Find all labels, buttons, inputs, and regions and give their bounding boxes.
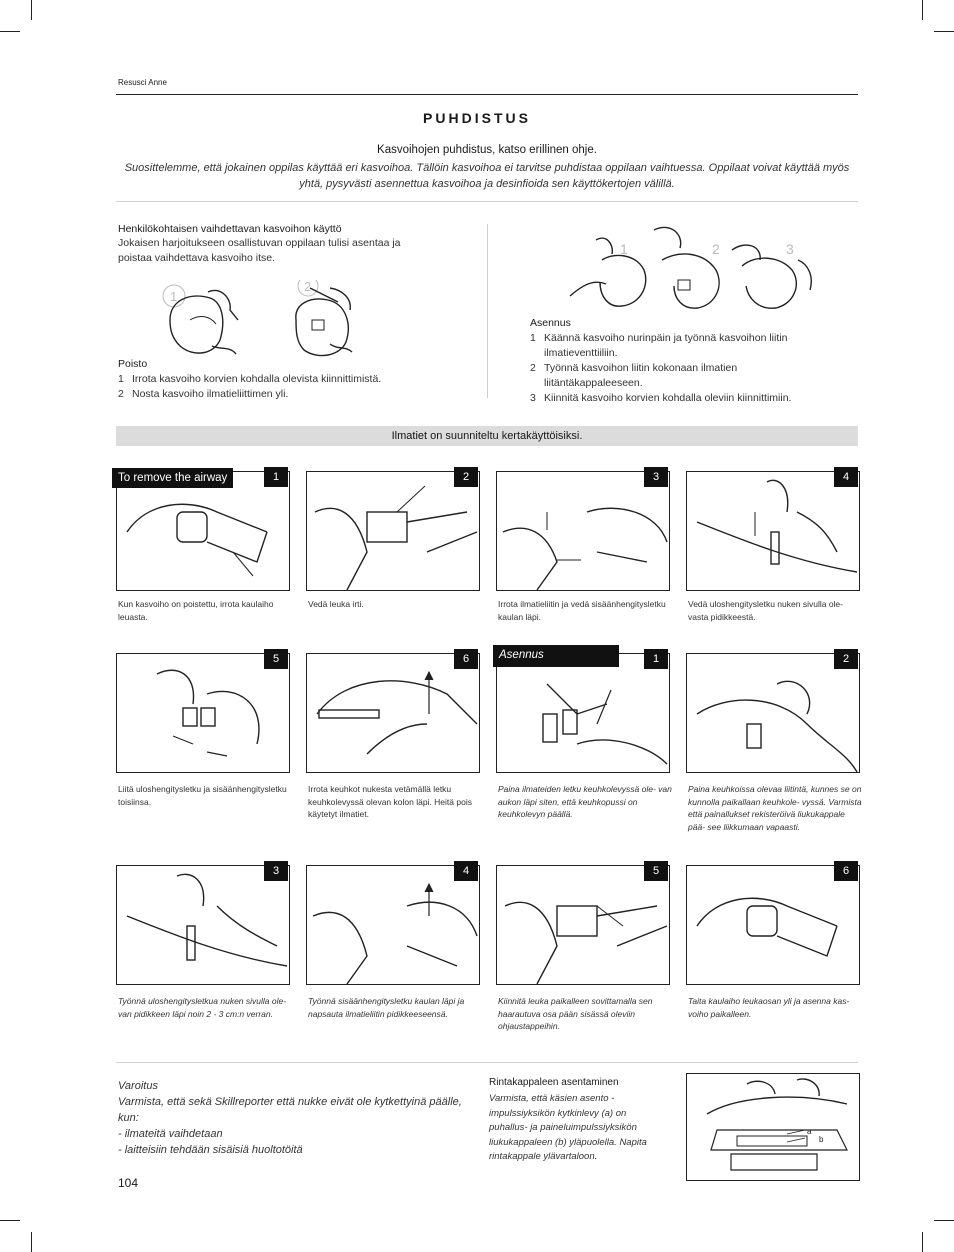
crop-mark [922, 0, 923, 20]
header-rule [116, 94, 858, 95]
illustration-number-2: 2 [304, 280, 311, 294]
step-number-badge: 6 [454, 649, 478, 669]
crop-mark [934, 1220, 954, 1221]
step-panel [306, 653, 480, 773]
step-illustration [316, 670, 478, 755]
step-caption: Irrota ilmatieliitin ja vedä sisäänhengi… [498, 599, 666, 622]
step-panel [686, 865, 860, 985]
step-illustration [156, 669, 260, 757]
illustration-number-2: 2 [712, 241, 720, 257]
step-caption: Taita kaulaiho leukaosan yli ja asenna k… [688, 996, 850, 1019]
step-panel [496, 653, 670, 773]
illustration-number-1: 1 [170, 289, 177, 304]
step-number-badge: 5 [644, 861, 668, 881]
step-panel [496, 471, 670, 591]
step-caption: Työnnä uloshengitysletkua nuken sivulla … [118, 996, 287, 1019]
install-heading: Asennus [530, 317, 571, 329]
section-divider [116, 201, 858, 202]
step-illustration [502, 507, 668, 590]
warning-title: Varoitus [118, 1080, 158, 1092]
step-number-badge: 1 [264, 467, 288, 487]
chest-text: Varmista, että käsien asento -impulssiyk… [489, 1093, 647, 1162]
step-illustration [696, 479, 858, 573]
step-caption: Vedä leuka irti. [308, 599, 364, 609]
step-panel [496, 865, 670, 985]
face-removal-illustration: 1 2 [162, 280, 353, 357]
warning-text: Varmista, että sekä Skillreporter että n… [118, 1096, 462, 1124]
step-number-badge: 4 [454, 861, 478, 881]
crop-mark [31, 1232, 32, 1252]
step-caption: Vedä uloshengitysletku nuken sivulla ole… [688, 599, 843, 622]
personal-face-text: Jokaisen harjoitukseen osallistuvan oppi… [118, 237, 401, 264]
step-panel [116, 865, 290, 985]
crop-mark [922, 1232, 923, 1252]
step-caption: Paina ilmateiden letku keuhkolevyssä ole… [498, 784, 672, 819]
step-caption: Kiinnitä leuka paikalleen sovittamalla s… [498, 996, 653, 1031]
page-subtitle: Kasvoihojen puhdistus, katso erillinen o… [377, 144, 597, 156]
step-caption: Kun kasvoiho on poistettu, irrota kaulai… [118, 599, 274, 622]
crop-mark [934, 31, 954, 32]
step-panel [306, 471, 480, 591]
step-caption: Paina keuhkoissa olevaa liitintä, kunnes… [688, 784, 862, 832]
step-caption: Liitä uloshengitysletku ja sisäänhengity… [118, 784, 287, 807]
step-illustration [696, 897, 838, 957]
warning-item: - ilmateitä vaihdetaan [118, 1128, 223, 1140]
airway-banner: Ilmatiet on suunniteltu kertakäyttöisiks… [116, 426, 858, 446]
chest-illustration: a b [686, 1073, 860, 1181]
column-divider [487, 224, 488, 398]
step-panel [686, 653, 860, 773]
page-number: 104 [118, 1176, 139, 1190]
step-caption: Irrota keuhkot nukesta vetämällä letku k… [308, 784, 472, 819]
step-number-badge: 5 [264, 649, 288, 669]
section-divider [116, 1062, 858, 1063]
step-illustration [542, 683, 668, 765]
step-panel [116, 471, 290, 591]
step-illustration [126, 503, 268, 577]
crop-mark [31, 0, 32, 20]
removal-heading: Poisto [118, 358, 148, 370]
step-number-badge: 4 [834, 467, 858, 487]
illustration-number-1: 1 [620, 241, 628, 257]
step-caption: Työnnä sisäänhengitysletku kaulan läpi j… [308, 996, 465, 1019]
running-header: Resusci Anne [118, 78, 167, 87]
step-number-badge: 2 [834, 649, 858, 669]
page-intro: Suosittelemme, että jokainen oppilas käy… [124, 162, 850, 190]
crop-mark [0, 31, 20, 32]
install-label: Asennus [493, 645, 619, 667]
step-number-badge: 2 [454, 467, 478, 487]
warning-item: - laitteisiin tehdään sisäisiä huoltotöi… [118, 1144, 303, 1156]
face-install-illustration: 1 2 3 [569, 226, 812, 309]
label-a: a [807, 1127, 812, 1136]
page-title: PUHDISTUS [423, 110, 531, 126]
step-panel [116, 653, 290, 773]
label-b: b [819, 1135, 824, 1144]
warning-block: Varoitus Varmista, että sekä Skillreport… [118, 1078, 468, 1158]
remove-airway-label: To remove the airway [112, 468, 234, 488]
step-illustration [312, 882, 478, 984]
personal-face-heading: Henkilökohtaisen vaihdettavan kasvoihon … [118, 223, 342, 235]
step-illustration [504, 901, 668, 984]
step-panel [306, 865, 480, 985]
step-number-badge: 1 [644, 649, 668, 669]
step-illustration [126, 873, 288, 967]
step-number-badge: 6 [834, 861, 858, 881]
step-number-badge: 3 [264, 861, 288, 881]
step-panel [686, 471, 860, 591]
step-number-badge: 3 [644, 467, 668, 487]
illustration-number-3: 3 [786, 241, 794, 257]
crop-mark [0, 1220, 20, 1221]
step-illustration [314, 485, 478, 590]
step-illustration [696, 680, 858, 772]
chest-heading: Rintakappaleen asentaminen [489, 1077, 619, 1088]
